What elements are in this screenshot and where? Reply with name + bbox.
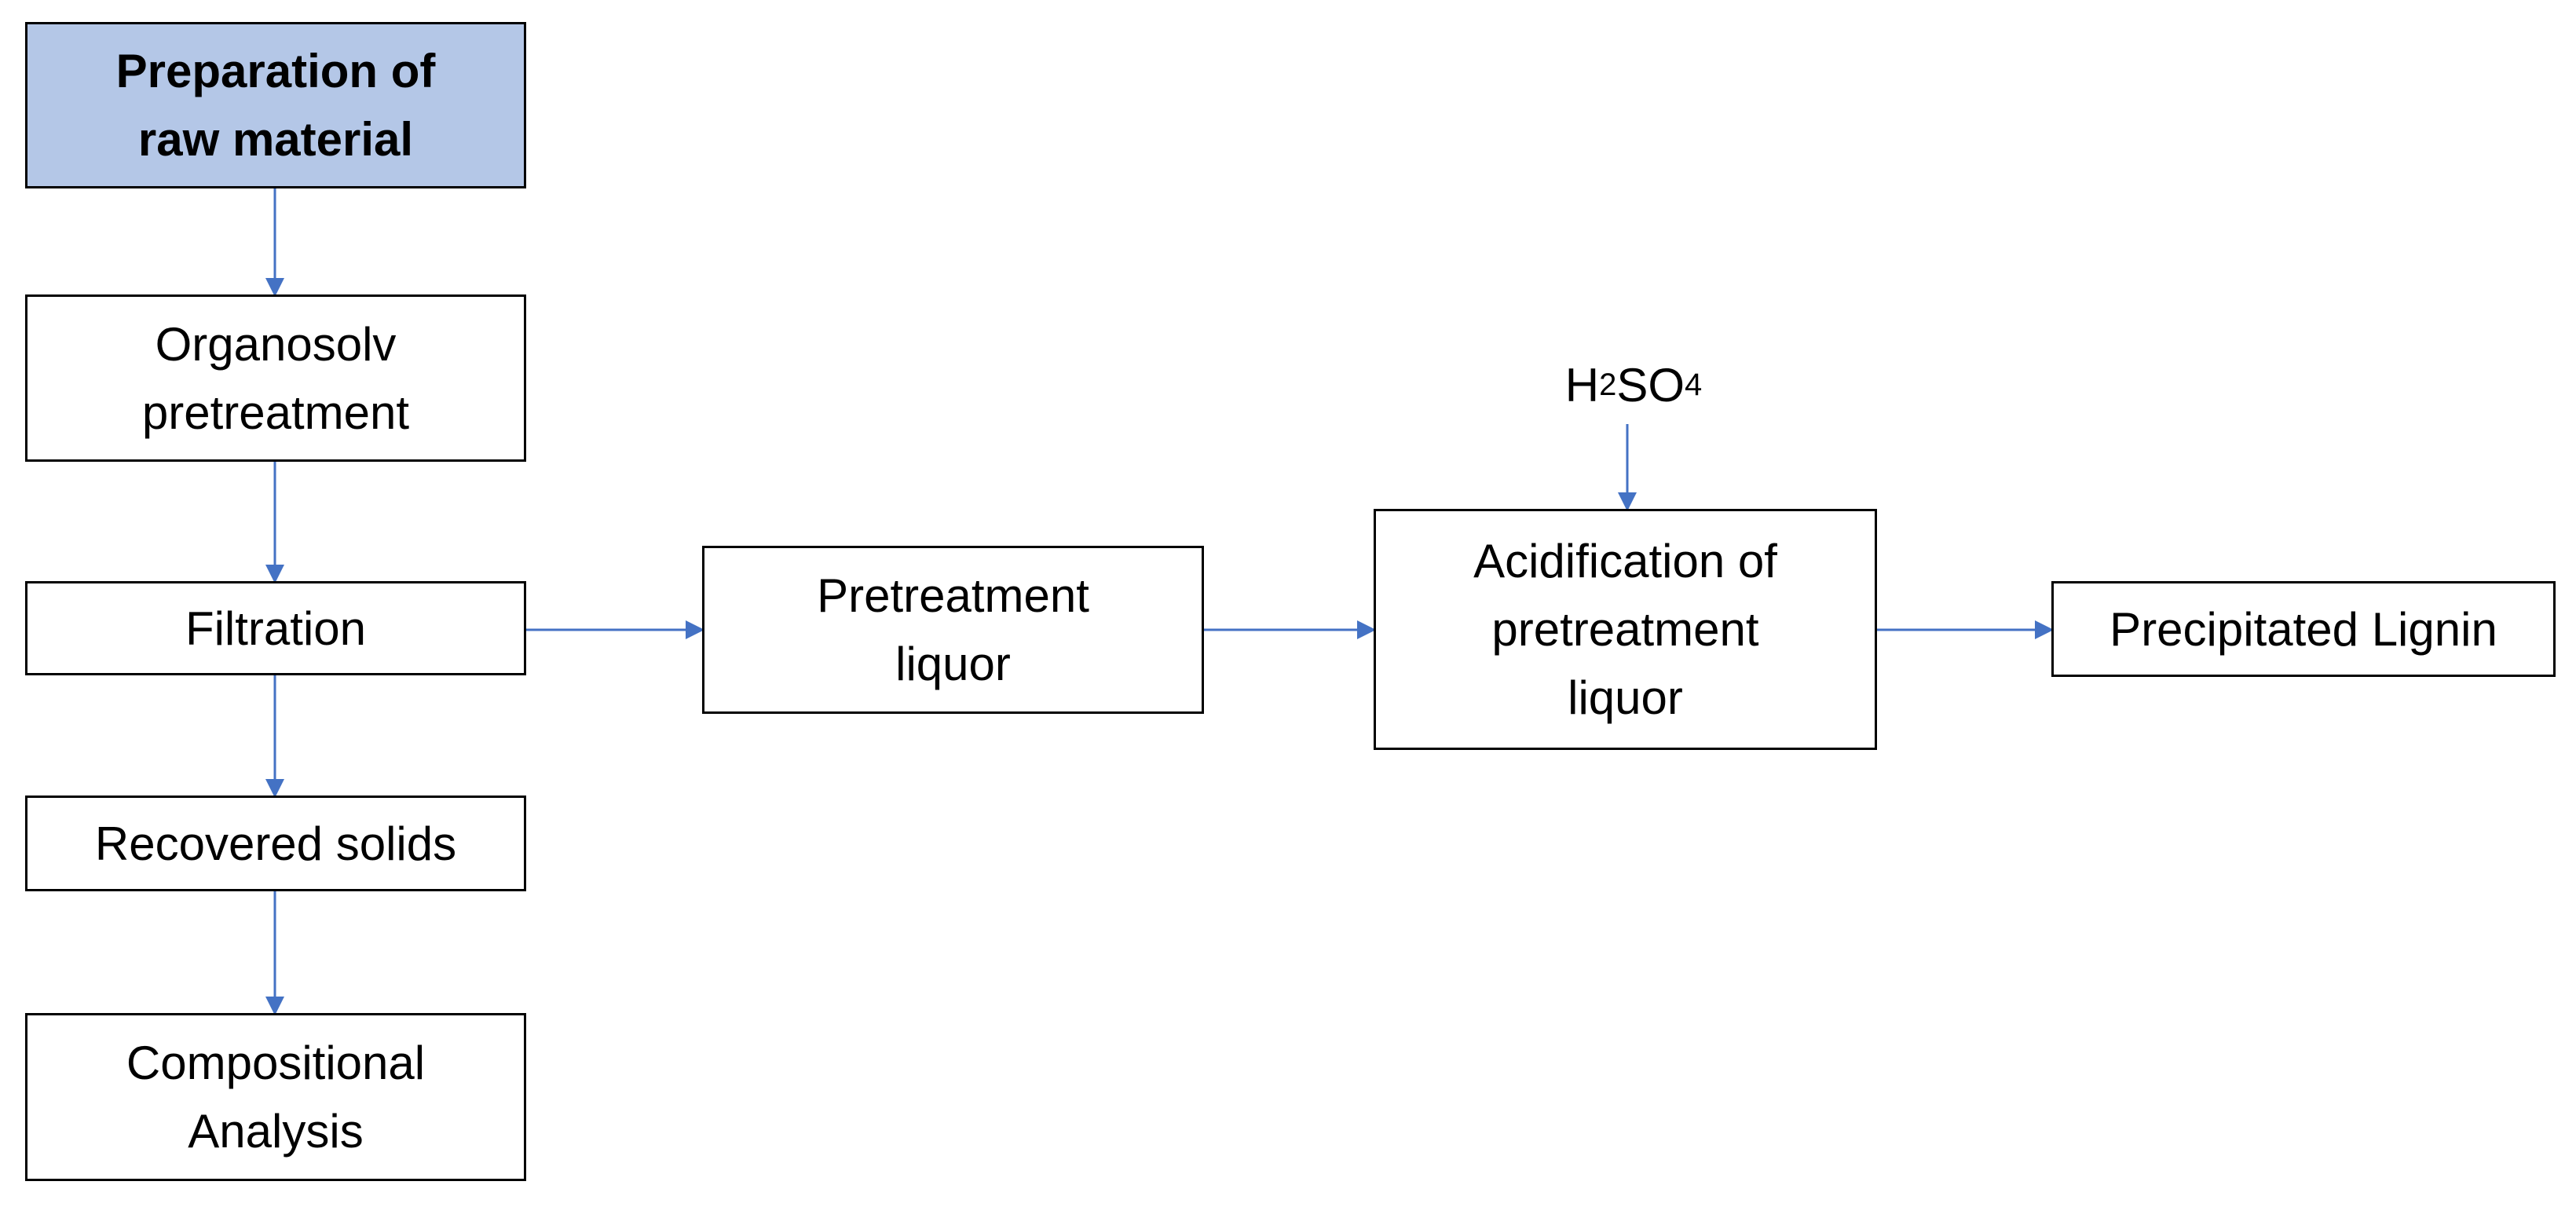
h2so4-h: H bbox=[1564, 358, 1600, 411]
h2so4-so: SO bbox=[1616, 358, 1685, 411]
box-organosolv-pretreatment: Organosolv pretreatment bbox=[25, 294, 526, 462]
box-filtration: Filtration bbox=[25, 581, 526, 675]
box-compositional-analysis: Compositional Analysis bbox=[25, 1013, 526, 1181]
box-pretreatment-liquor: Pretreatment liquor bbox=[702, 546, 1204, 714]
box-acidification: Acidification of pretreatment liquor bbox=[1374, 509, 1877, 750]
box-preparation-raw-material: Preparation of raw material bbox=[25, 22, 526, 188]
box-recovered-solids: Recovered solids bbox=[25, 796, 526, 891]
box-precipitated-lignin: Precipitated Lignin bbox=[2051, 581, 2556, 677]
h2so4-sub-2: 2 bbox=[1599, 367, 1617, 402]
h2so4-sub-4: 4 bbox=[1685, 367, 1703, 402]
